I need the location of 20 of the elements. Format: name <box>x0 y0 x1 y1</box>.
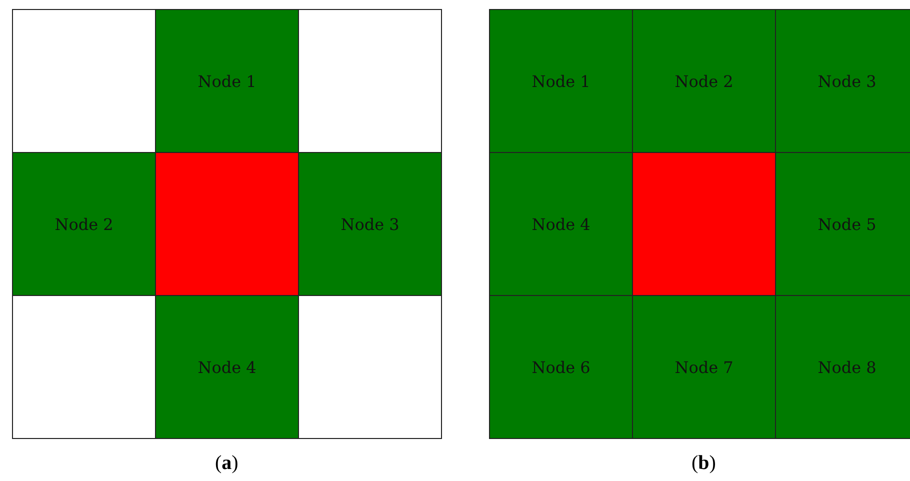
grid-cell: Node 3 <box>775 9 910 153</box>
panel-caption: (b) <box>692 452 716 475</box>
grid-cell <box>12 295 156 439</box>
panel-caption: (a) <box>215 452 238 475</box>
grid-cell: Node 8 <box>775 295 910 439</box>
grid-cell <box>155 152 299 296</box>
grid-cell: Node 2 <box>12 152 156 296</box>
grid-cell: Node 5 <box>775 152 910 296</box>
grid-cell: Node 6 <box>489 295 633 439</box>
grid-cell <box>12 9 156 153</box>
grid-cell: Node 3 <box>298 152 442 296</box>
grid-cell: Node 4 <box>489 152 633 296</box>
grid-cell: Node 4 <box>155 295 299 439</box>
grid-cell <box>298 9 442 153</box>
grid-cell: Node 7 <box>632 295 776 439</box>
grid-cell <box>298 295 442 439</box>
grid-cell: Node 2 <box>632 9 776 153</box>
grid-cell <box>632 152 776 296</box>
grid-cell: Node 1 <box>489 9 633 153</box>
grid-cell: Node 1 <box>155 9 299 153</box>
